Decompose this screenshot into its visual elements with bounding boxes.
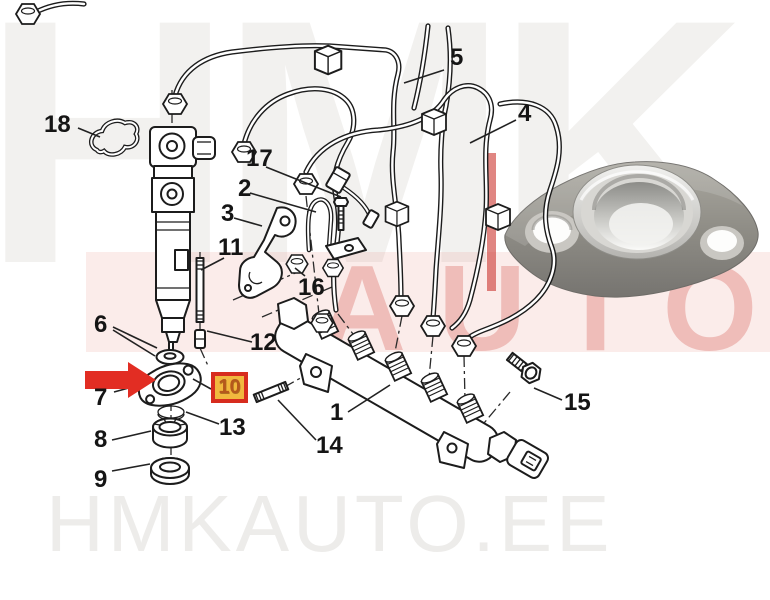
- injector-clamp-flange: [137, 362, 202, 407]
- double-stud: [252, 380, 290, 404]
- fuel-pipes: [36, 3, 559, 340]
- flange-bolt: [505, 351, 542, 385]
- stud: [195, 257, 205, 323]
- clamping-ring-nut: [152, 417, 188, 449]
- pressure-sensor-cable: [325, 166, 380, 229]
- u-clamp: [305, 197, 367, 278]
- mounting-bracket: [238, 206, 297, 299]
- spacer-sleeve: [194, 329, 206, 349]
- sealing-washer: [155, 349, 185, 365]
- sensor-screw: [333, 197, 349, 231]
- pipe-nuts: [15, 3, 477, 357]
- seal-ring: [150, 457, 190, 485]
- rail-pressure-sensor: [506, 439, 549, 479]
- flange-product-photo: [504, 161, 759, 298]
- highlight-arrow: [85, 362, 156, 398]
- retaining-clip: [89, 118, 140, 157]
- fuel-injector: [149, 126, 216, 355]
- fuel-rail: [274, 297, 549, 479]
